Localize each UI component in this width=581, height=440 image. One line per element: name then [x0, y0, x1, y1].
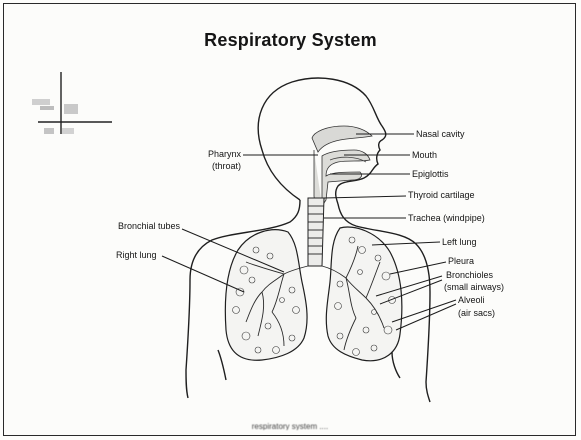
trachea [308, 198, 324, 266]
label-alveoli: Alveoli [458, 295, 485, 305]
leader-alveoli-2 [396, 304, 456, 330]
footer-caption: respiratory system .... [160, 422, 420, 430]
label-nasal-cavity: Nasal cavity [416, 129, 465, 139]
label-bronchioles: Bronchioles [446, 270, 494, 280]
label-right-lung: Right lung [116, 250, 157, 260]
label-air-sacs: (air sacs) [458, 308, 495, 318]
label-thyroid-cartilage: Thyroid cartilage [408, 190, 475, 200]
label-epiglottis: Epiglottis [412, 169, 449, 179]
scan-mark [32, 72, 112, 134]
label-mouth: Mouth [412, 150, 437, 160]
label-trachea: Trachea (windpipe) [408, 213, 485, 223]
leader-pleura [390, 262, 446, 274]
label-throat: (throat) [212, 161, 241, 171]
label-pharynx: Pharynx [208, 149, 242, 159]
left-lung [322, 227, 402, 361]
label-left-lung: Left lung [442, 237, 477, 247]
right-lung [225, 230, 308, 361]
label-bronchial-tubes: Bronchial tubes [118, 221, 181, 231]
label-pleura: Pleura [448, 256, 474, 266]
upper-airway [312, 126, 372, 206]
label-small-airways: (small airways) [444, 282, 504, 292]
